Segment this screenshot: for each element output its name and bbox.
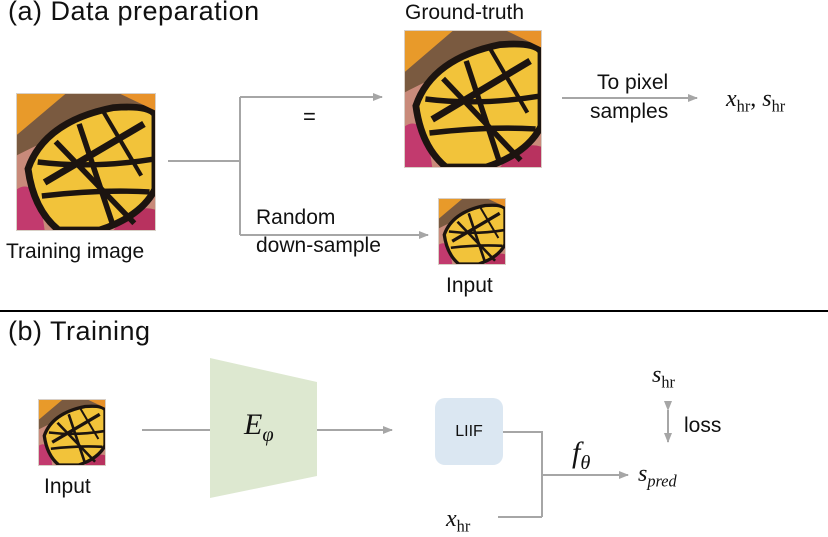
s-hr-main: s (652, 362, 662, 388)
random-label-line1: Random (256, 206, 336, 229)
liif-label: LIIF (455, 422, 483, 440)
out-x: x (726, 86, 737, 112)
f-theta-label: fθ (572, 436, 590, 475)
output-xhr-shr: xhr, shr (726, 86, 785, 117)
x-hr-main: x (446, 506, 457, 532)
equals-sign: = (303, 104, 316, 129)
out-comma: , (750, 86, 763, 112)
encoder-main: E (244, 408, 263, 441)
x-hr-label: xhr (446, 506, 470, 537)
s-pred-sub: pred (647, 471, 677, 491)
training-image (16, 93, 156, 231)
liif-box: LIIF (435, 398, 503, 465)
out-x-sub: hr (736, 96, 751, 116)
out-s: s (762, 86, 772, 112)
line-liif-out (503, 431, 543, 517)
to-pixel-label-line2: samples (590, 100, 669, 123)
input-label-b: Input (44, 475, 91, 498)
f-main: f (572, 436, 581, 469)
s-pred-label: spred (638, 461, 677, 492)
input-image-b (38, 399, 106, 466)
section-b-title: (b) Training (8, 316, 151, 346)
out-s-sub: hr (771, 96, 786, 116)
ground-truth-label: Ground-truth (405, 1, 525, 24)
training-image-label: Training image (6, 240, 145, 263)
encoder-label: Eφ (244, 408, 274, 447)
s-hr-sub: hr (661, 372, 675, 392)
encoder-trapezoid (210, 358, 317, 498)
loss-label: loss (684, 414, 722, 437)
s-hr-label: shr (652, 362, 675, 393)
f-sub: θ (580, 452, 591, 475)
section-a-title: (a) Data preparation (8, 0, 260, 26)
to-pixel-label-line1: To pixel (597, 71, 669, 94)
input-label-a: Input (446, 274, 493, 297)
s-pred-main: s (638, 461, 648, 487)
x-hr-sub: hr (456, 516, 471, 536)
ground-truth-image (404, 30, 542, 168)
random-label-line2: down-sample (256, 234, 381, 257)
input-small-image (438, 198, 506, 265)
encoder-sub: φ (262, 424, 274, 447)
